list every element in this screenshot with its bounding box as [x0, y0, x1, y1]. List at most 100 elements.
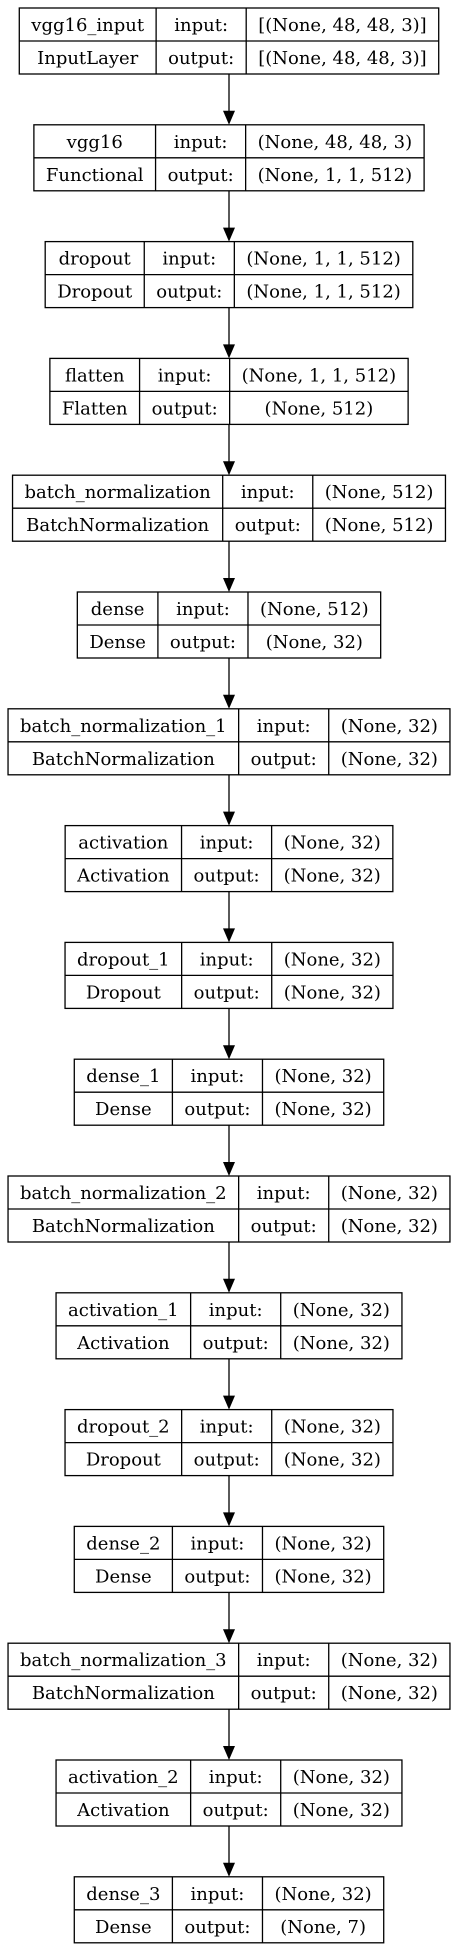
layer-type: Dense [89, 632, 146, 653]
output-shape: (None, 32) [341, 1683, 438, 1704]
connection-arrow [223, 424, 235, 476]
layer-name: activation [78, 833, 169, 854]
layer-type: Activation [76, 1333, 170, 1354]
layer-name: vgg16 [66, 132, 123, 153]
connection-arrow [223, 1242, 235, 1293]
input-label: input: [257, 1650, 311, 1671]
arrow-head [223, 1395, 235, 1410]
output-label: output: [203, 1800, 269, 1821]
layer-name: dropout [59, 249, 132, 270]
input-label: input: [174, 15, 228, 36]
connection-arrow [223, 1358, 235, 1410]
connection-arrow [223, 658, 235, 709]
input-shape: (None, 32) [284, 949, 381, 970]
layer-node: batch_normalization_1BatchNormalizationi… [7, 708, 451, 776]
output-label: output: [168, 48, 234, 69]
input-label: input: [200, 1417, 254, 1438]
input-label: input: [174, 132, 228, 153]
layer-name: dense_3 [86, 1884, 160, 1905]
connection-arrow [223, 1709, 235, 1760]
output-shape: (None, 32) [293, 1333, 390, 1354]
output-label: output: [235, 515, 301, 536]
output-label: output: [168, 165, 234, 186]
layer-type: Dense [95, 1566, 152, 1587]
layer-type: Activation [76, 1800, 170, 1821]
output-shape: (None, 512) [265, 398, 374, 419]
input-label: input: [257, 716, 311, 737]
layer-name: vgg16_input [30, 15, 145, 36]
input-shape: (None, 32) [274, 1066, 371, 1087]
connection-arrow [223, 190, 235, 242]
output-shape: (None, 32) [266, 632, 363, 653]
layer-type: Flatten [62, 398, 128, 419]
input-shape: (None, 1, 1, 512) [246, 249, 400, 270]
layer-node: activation_1Activationinput:output:(None… [55, 1292, 403, 1360]
input-label: input: [257, 1183, 311, 1204]
input-shape: (None, 1, 1, 512) [242, 365, 396, 386]
input-shape: (None, 32) [274, 1533, 371, 1554]
input-label: input: [191, 1533, 245, 1554]
layer-connections [223, 74, 235, 1877]
output-shape: (None, 1, 1, 512) [246, 282, 400, 303]
output-shape: (None, 32) [274, 1099, 371, 1120]
arrow-head [223, 110, 235, 125]
output-shape: [(None, 48, 48, 3)] [258, 48, 427, 69]
connection-arrow [223, 1592, 235, 1644]
layer-type: Dropout [86, 982, 162, 1003]
output-label: output: [251, 1683, 317, 1704]
input-label: input: [176, 599, 230, 620]
layer-node: batch_normalization_2BatchNormalizationi… [7, 1175, 451, 1243]
output-label: output: [194, 982, 260, 1003]
arrow-head [223, 1278, 235, 1293]
output-label: output: [184, 1566, 250, 1587]
layer-node: batch_normalizationBatchNormalizationinp… [11, 474, 447, 542]
layer-type: Functional [46, 165, 144, 186]
input-label: input: [162, 249, 216, 270]
input-label: input: [200, 949, 254, 970]
arrow-head [223, 344, 235, 359]
layer-nodes: vgg16_inputInputLayerinput:output:[(None… [7, 7, 451, 1944]
layer-name: activation_1 [68, 1300, 179, 1321]
output-label: output: [156, 282, 222, 303]
input-label: input: [200, 833, 254, 854]
output-shape: (None, 32) [274, 1566, 371, 1587]
input-shape: [(None, 48, 48, 3)] [258, 15, 427, 36]
input-label: input: [209, 1767, 263, 1788]
arrow-head [223, 1162, 235, 1176]
input-shape: (None, 48, 48, 3) [258, 132, 412, 153]
output-label: output: [184, 1917, 250, 1938]
connection-arrow [223, 307, 235, 359]
input-shape: (None, 32) [341, 1650, 438, 1671]
layer-node: batch_normalization_3BatchNormalizationi… [7, 1642, 451, 1710]
layer-name: dense [91, 599, 145, 620]
input-shape: (None, 32) [341, 1183, 438, 1204]
connection-arrow [223, 1475, 235, 1527]
layer-name: flatten [65, 365, 125, 386]
layer-type: Activation [76, 866, 170, 887]
connection-arrow [223, 1826, 235, 1877]
layer-name: dense_1 [86, 1066, 160, 1087]
arrow-head [223, 578, 235, 592]
arrow-head [223, 1629, 235, 1644]
input-shape: (None, 32) [341, 716, 438, 737]
layer-name: batch_normalization_2 [20, 1183, 227, 1204]
input-label: input: [241, 482, 295, 503]
layer-name: dropout_1 [77, 949, 170, 970]
output-label: output: [251, 749, 317, 770]
output-label: output: [184, 1099, 250, 1120]
layer-node: activationActivationinput:output:(None, … [64, 824, 394, 893]
input-shape: (None, 512) [325, 482, 434, 503]
layer-node: activation_2Activationinput:output:(None… [55, 1759, 403, 1827]
connection-arrow [223, 1125, 235, 1176]
layer-type: Dropout [86, 1450, 162, 1471]
input-shape: (None, 32) [284, 833, 381, 854]
